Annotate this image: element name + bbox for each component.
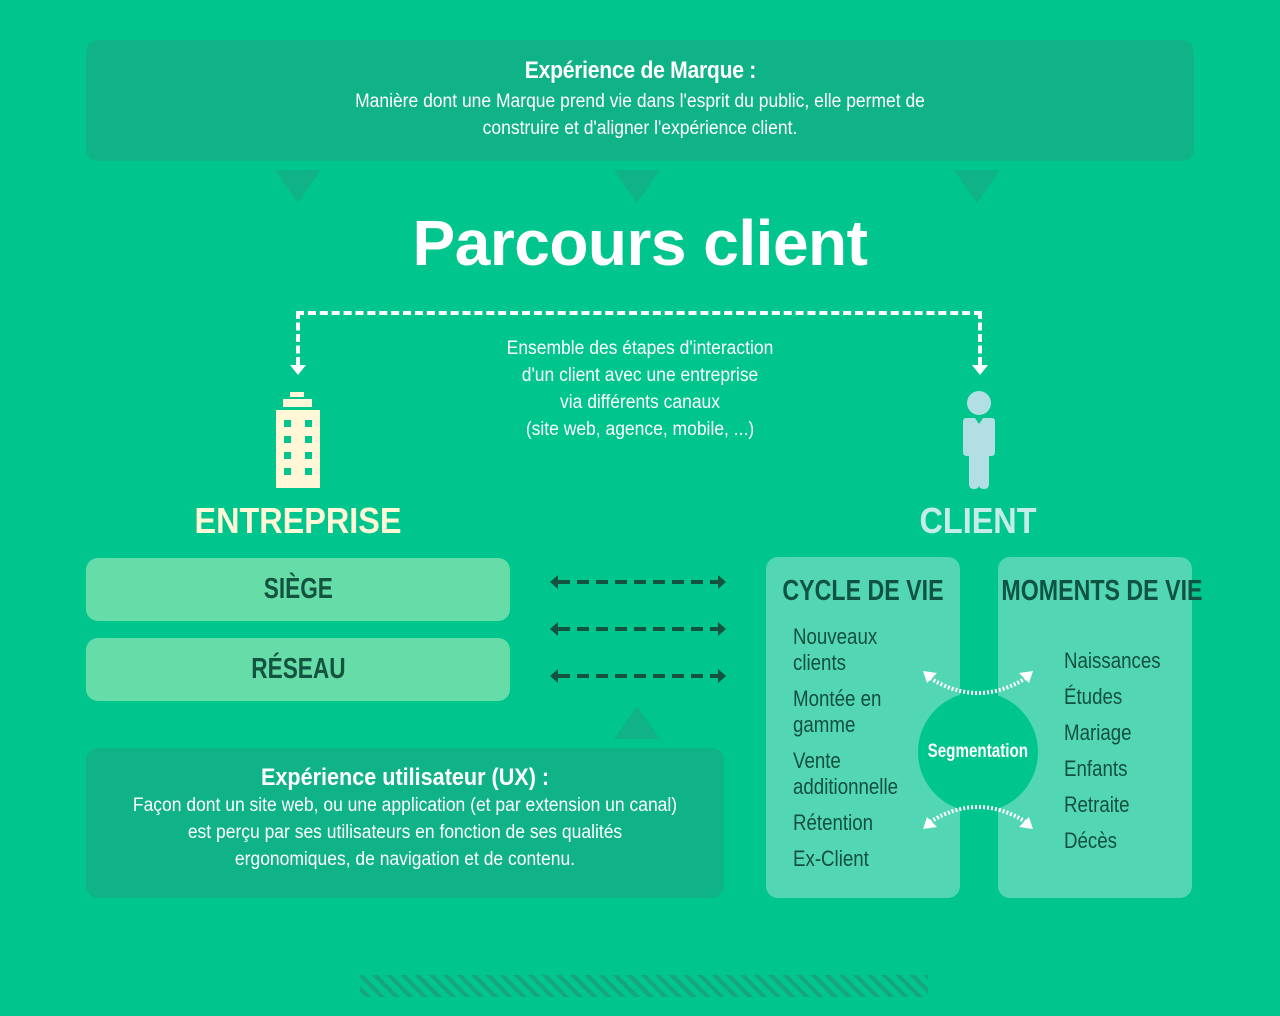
reseau-label: RÉSEAU bbox=[250, 653, 346, 685]
double-arrow-icon bbox=[550, 669, 726, 683]
journey-line: via différents canaux bbox=[559, 392, 721, 413]
journey-line: (site web, agence, mobile, ...) bbox=[525, 419, 755, 440]
list-item: Études bbox=[1064, 684, 1123, 709]
moments-de-vie-list: Naissances Études Mariage Enfants Retrai… bbox=[1064, 648, 1173, 854]
arrow-down-icon bbox=[290, 365, 306, 375]
dashed-connector bbox=[296, 311, 982, 315]
list-item: Décès bbox=[1064, 828, 1118, 853]
reseau-box: RÉSEAU bbox=[86, 638, 510, 701]
curved-double-arrow-top-icon bbox=[923, 671, 1033, 695]
building-icon bbox=[276, 392, 320, 488]
hatch-divider bbox=[360, 975, 928, 997]
entreprise-label: ENTREPRISE bbox=[194, 500, 402, 541]
double-arrow-icon bbox=[550, 622, 726, 636]
journey-line: d'un client avec une entreprise bbox=[521, 365, 759, 386]
ux-experience-box: Expérience utilisateur (UX) : Façon dont… bbox=[86, 748, 724, 898]
brand-experience-title: Expérience de Marque : bbox=[524, 57, 756, 84]
ux-experience-title: Expérience utilisateur (UX) : bbox=[260, 764, 550, 791]
segmentation-circle: Segmentation bbox=[918, 692, 1038, 812]
list-item: Nouveaux clients bbox=[793, 624, 878, 675]
moments-de-vie-title: MOMENTS DE VIE bbox=[1001, 575, 1203, 607]
siege-label: SIÈGE bbox=[263, 573, 333, 605]
list-item: Vente additionnelle bbox=[793, 748, 899, 799]
list-item: Ex-Client bbox=[793, 846, 869, 871]
siege-box: SIÈGE bbox=[86, 558, 510, 621]
dashed-connector-left bbox=[296, 311, 300, 365]
list-item: Mariage bbox=[1064, 720, 1132, 745]
triangle-down-icon bbox=[614, 170, 660, 203]
list-item: Enfants bbox=[1064, 756, 1128, 781]
dashed-connector-right bbox=[978, 311, 982, 365]
triangle-down-icon bbox=[954, 170, 1000, 203]
double-arrow-icon bbox=[550, 575, 726, 589]
curved-double-arrow-bottom-icon bbox=[923, 805, 1033, 829]
brand-experience-box: Expérience de Marque : Manière dont une … bbox=[86, 40, 1194, 161]
triangle-up-icon bbox=[614, 706, 660, 739]
triangle-down-icon bbox=[275, 170, 321, 203]
page-title: Parcours client bbox=[412, 207, 868, 279]
journey-line: Ensemble des étapes d'interaction bbox=[506, 338, 774, 359]
journey-description: Ensemble des étapes d'interaction d'un c… bbox=[456, 335, 824, 443]
arrow-down-icon bbox=[972, 365, 988, 375]
cycle-de-vie-title: CYCLE DE VIE bbox=[782, 575, 944, 607]
cycle-de-vie-list: Nouveaux clients Montée en gamme Vente a… bbox=[793, 624, 935, 872]
brand-experience-description: Manière dont une Marque prend vie dans l… bbox=[355, 91, 925, 139]
list-item: Rétention bbox=[793, 810, 874, 835]
ux-experience-description: Façon dont un site web, ou une applicati… bbox=[132, 795, 678, 870]
segmentation-label: Segmentation bbox=[927, 741, 1029, 762]
client-label: CLIENT bbox=[919, 500, 1037, 541]
list-item: Retraite bbox=[1064, 792, 1130, 817]
person-icon bbox=[963, 391, 995, 489]
list-item: Montée en gamme bbox=[793, 686, 882, 737]
list-item: Naissances bbox=[1064, 648, 1161, 673]
